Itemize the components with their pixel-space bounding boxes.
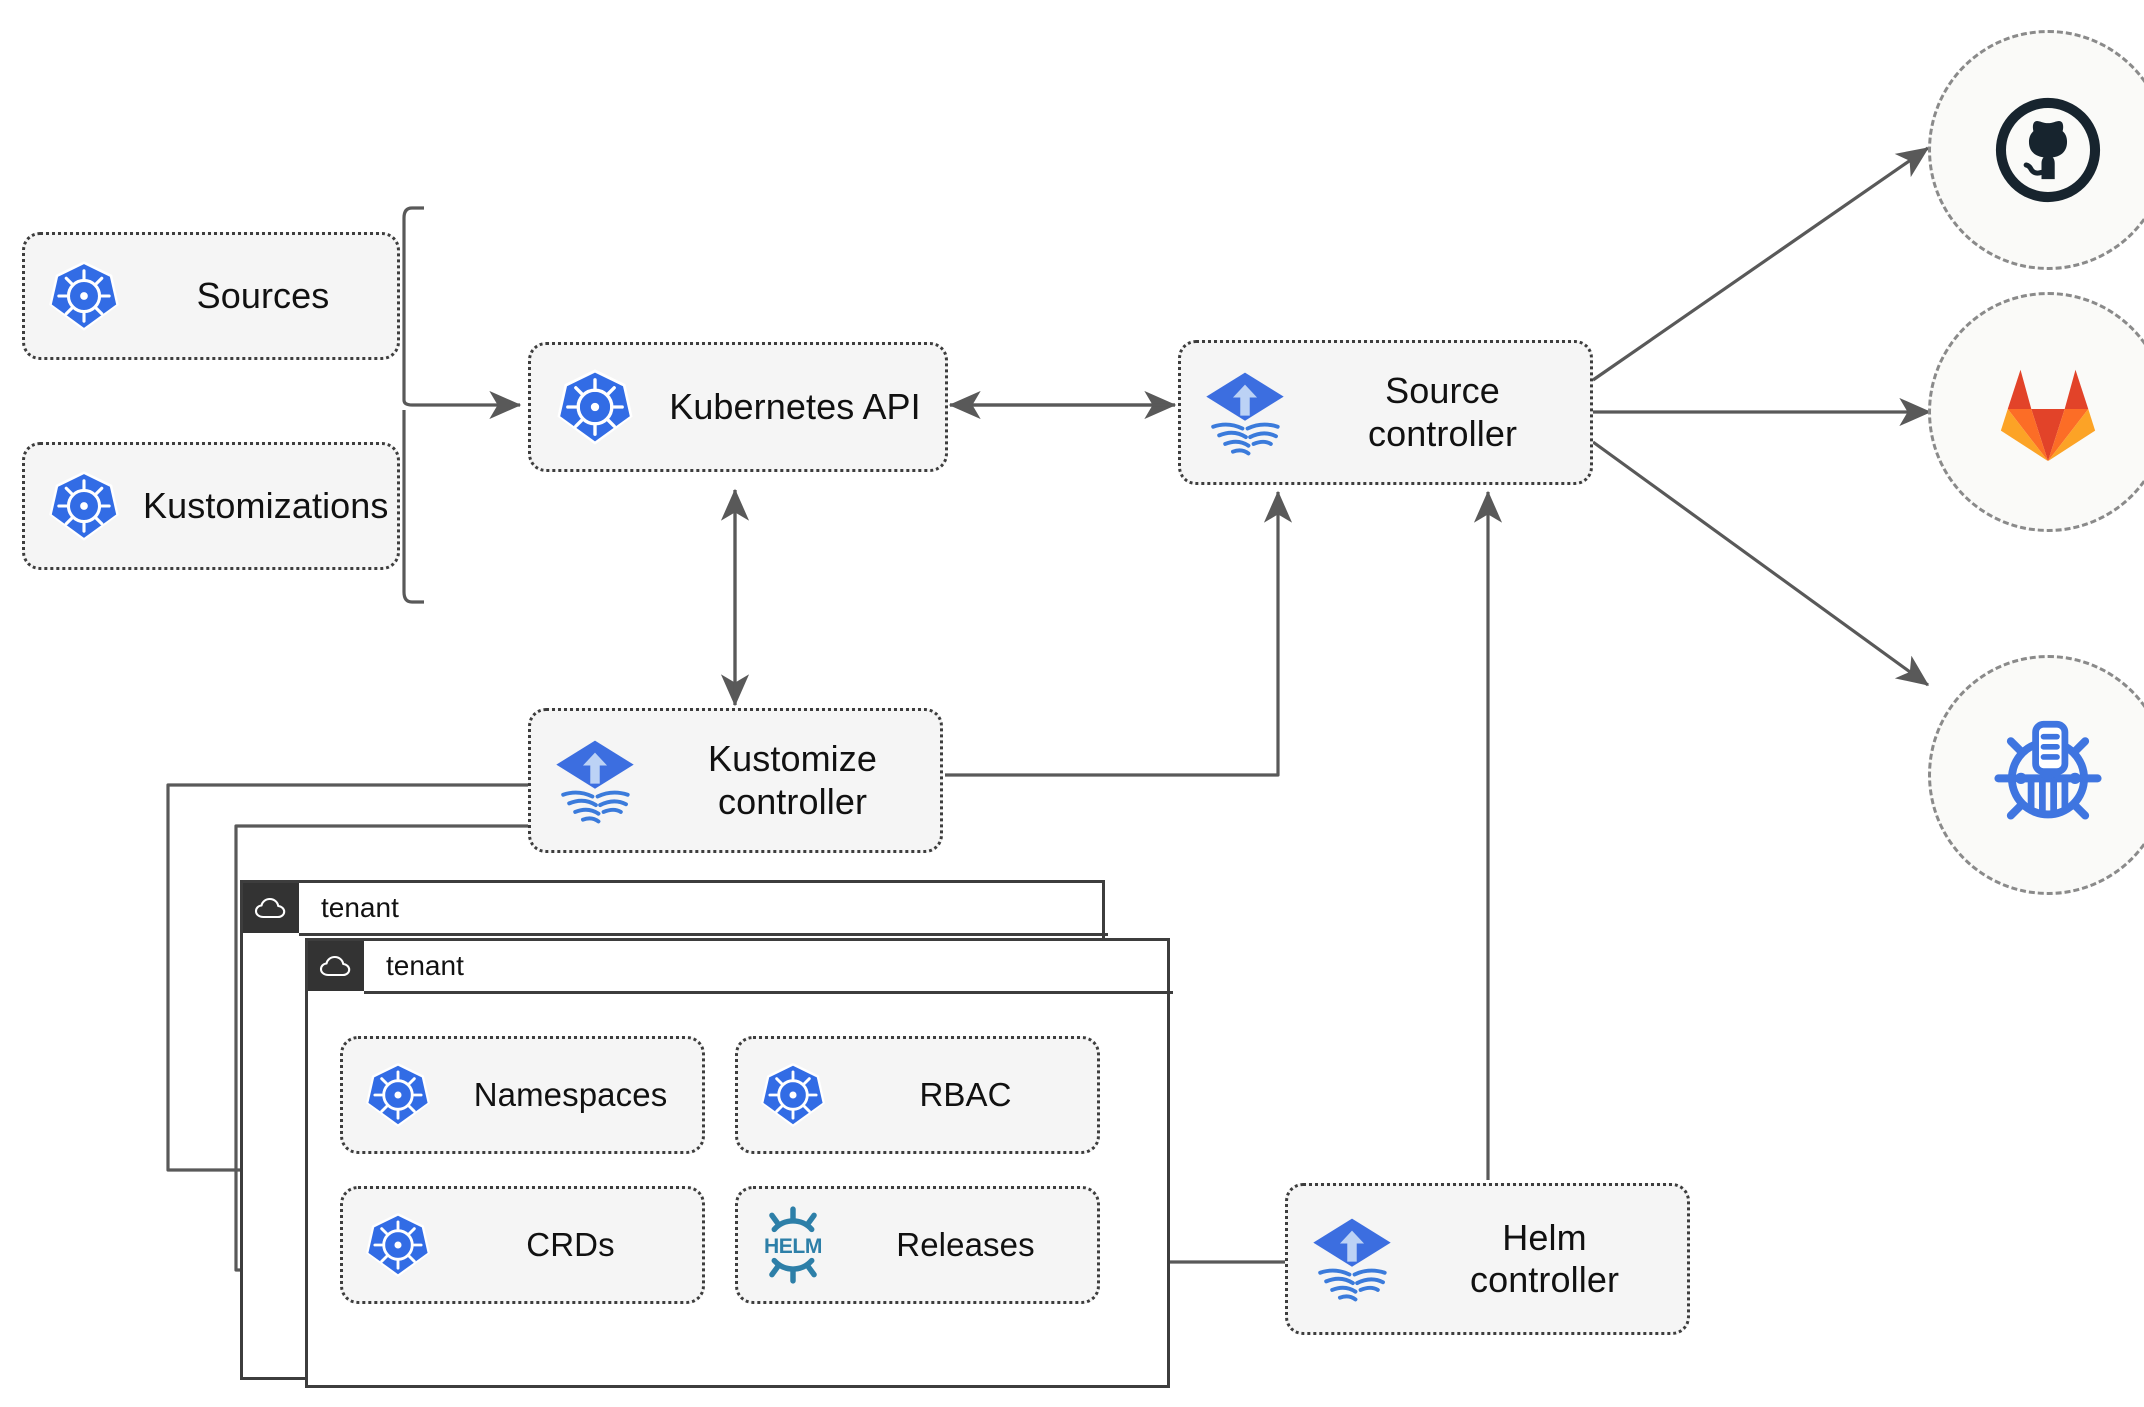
kubernetes-icon bbox=[343, 1211, 453, 1279]
node-namespaces[interactable]: Namespaces bbox=[340, 1036, 705, 1154]
gitlab-icon bbox=[2000, 369, 2096, 462]
node-kubernetes-api[interactable]: Kubernetes API bbox=[528, 342, 948, 472]
node-releases[interactable]: HELM Releases bbox=[735, 1186, 1100, 1304]
node-sources[interactable]: Sources bbox=[22, 232, 400, 360]
node-label: Kustomizations bbox=[143, 484, 389, 526]
helm-repository-icon bbox=[1994, 720, 2102, 820]
external-helm-repository[interactable] bbox=[1928, 655, 2144, 895]
flux-icon bbox=[1288, 1214, 1416, 1304]
node-label: RBAC bbox=[919, 1075, 1012, 1113]
edge-bracket-bottom bbox=[402, 410, 424, 604]
node-rbac[interactable]: RBAC bbox=[735, 1036, 1100, 1154]
external-gitlab[interactable] bbox=[1928, 292, 2144, 532]
node-source-controller[interactable]: Source controller bbox=[1178, 340, 1593, 485]
node-label: Releases bbox=[896, 1225, 1035, 1263]
svg-text:HELM: HELM bbox=[764, 1235, 822, 1258]
node-label: CRDs bbox=[526, 1225, 615, 1263]
node-helm-controller[interactable]: Helm controller bbox=[1285, 1183, 1690, 1335]
node-label: Sources bbox=[196, 274, 330, 316]
kubernetes-icon bbox=[738, 1061, 848, 1129]
node-label: Kubernetes API bbox=[669, 385, 921, 427]
kubernetes-icon bbox=[531, 367, 659, 447]
kubernetes-icon bbox=[25, 259, 143, 333]
tenant-header-1: tenant bbox=[243, 883, 399, 933]
kubernetes-icon bbox=[343, 1061, 453, 1129]
edge-bracket-top bbox=[402, 206, 424, 400]
edge-sourcectrl-to-github bbox=[1592, 146, 1930, 382]
flux-icon bbox=[531, 736, 659, 826]
github-icon bbox=[1995, 97, 2101, 203]
tenant-panel-2[interactable]: tenant bbox=[305, 938, 1173, 1388]
cloud-icon bbox=[308, 941, 364, 991]
tenant-header-2: tenant bbox=[308, 941, 464, 991]
node-label: Source controller bbox=[1367, 370, 1518, 454]
helm-icon: HELM bbox=[738, 1206, 848, 1284]
edge-kustomizectrl-to-sourcectrl bbox=[945, 490, 1293, 777]
flux-icon bbox=[1181, 368, 1309, 458]
tenant-label-1: tenant bbox=[321, 892, 399, 923]
node-label: Kustomize controller bbox=[708, 738, 877, 822]
cloud-icon bbox=[243, 883, 299, 933]
node-label: Namespaces bbox=[473, 1075, 668, 1113]
edge-sources-to-k8s-api bbox=[402, 390, 522, 420]
node-kustomizations[interactable]: Kustomizations bbox=[22, 442, 400, 570]
node-crds[interactable]: CRDs bbox=[340, 1186, 705, 1304]
external-github[interactable] bbox=[1928, 30, 2144, 270]
edge-sourcectrl-to-helm-repository bbox=[1592, 440, 1930, 687]
node-label: Helm controller bbox=[1469, 1216, 1620, 1300]
node-kustomize-controller[interactable]: Kustomize controller bbox=[528, 708, 943, 853]
kubernetes-icon bbox=[25, 469, 143, 543]
tenant-label-2: tenant bbox=[386, 950, 464, 981]
